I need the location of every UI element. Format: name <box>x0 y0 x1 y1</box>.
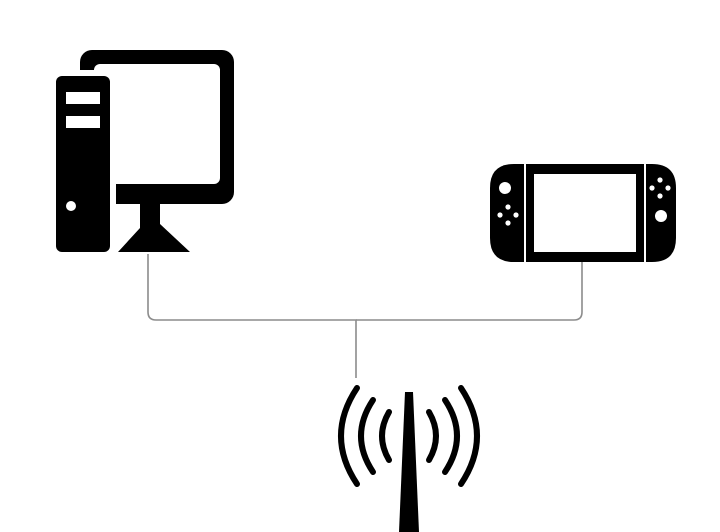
antenna-mast <box>399 392 419 532</box>
wave-right-inner <box>426 409 439 463</box>
button-x <box>657 177 663 183</box>
desktop-computer-icon <box>50 50 234 258</box>
monitor-stand <box>118 204 190 252</box>
wave-left-outer <box>338 385 360 487</box>
dpad-up <box>505 204 511 210</box>
button-y <box>649 185 655 191</box>
right-stick <box>655 210 667 222</box>
left-controller <box>490 164 524 262</box>
dpad-down <box>505 220 511 226</box>
game-console-icon <box>490 164 676 262</box>
wave-right-middle <box>442 397 460 475</box>
monitor-screen <box>94 64 220 184</box>
connector-console-to-router <box>356 262 583 321</box>
left-stick <box>499 182 511 194</box>
tower-drive-bay-1 <box>66 92 100 104</box>
dpad-left <box>497 212 503 218</box>
dpad-right <box>513 212 519 218</box>
tower-drive-bay-2 <box>66 116 100 128</box>
wave-right-outer <box>458 385 480 487</box>
console-screen <box>534 174 636 252</box>
connectors <box>147 254 583 378</box>
connector-desktop-to-router <box>147 254 357 378</box>
wave-left-middle <box>358 397 376 475</box>
wave-left-inner <box>379 409 392 463</box>
tower-power-button <box>66 201 76 211</box>
button-a <box>665 185 671 191</box>
button-b <box>657 193 663 199</box>
wireless-antenna-icon <box>338 385 480 532</box>
